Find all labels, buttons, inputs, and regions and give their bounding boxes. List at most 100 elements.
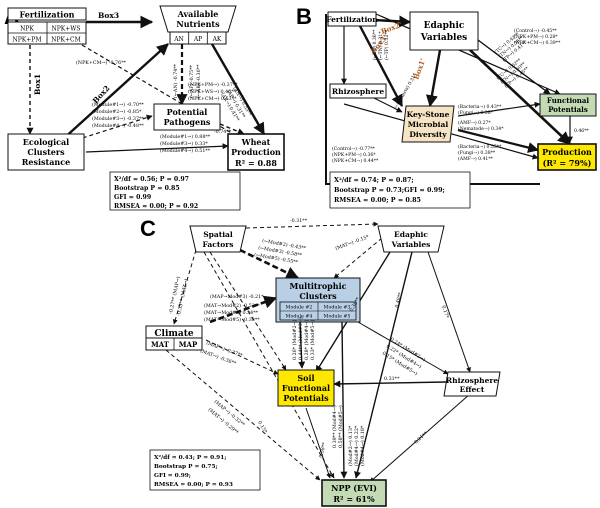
edge-label: (Fungi→) 0.38* [458,109,494,116]
edge-pathogens-to-wheat [219,123,245,135]
edge-label: (←TC) 0.36** [371,29,378,60]
edge-label: (←AP) -0.75** [188,64,195,98]
soil-line2: Functional [282,383,330,393]
edge-label: 0.17* [440,305,450,320]
spatial-line1: Spatial [203,230,233,239]
keystone-node-b: Key-Stone Microbial Diversity [401,105,455,143]
panel-c-letter: C [140,216,156,241]
edge-label: (Module#1→) -0.70** [92,101,144,108]
npp-line1: NPP (EVI) [331,483,377,493]
edge-spatial-soil [209,251,287,371]
multitrophic-line2: Clusters [299,291,337,301]
production-node-b: Production (R² = 79%) [537,143,597,171]
edge-edaphic-to-functional [477,39,551,95]
edaphic-b-line2: Variables [420,33,468,43]
module-cell-2: Module #2 [286,305,313,311]
stats-line: RMSEA = 0.00; P = 0.93 [154,482,233,488]
npp-node: NPP (EVI) R² = 61% [321,479,387,507]
edge-label: (NPK+CM→) 0.44** [332,157,379,164]
panel-b-letter: B [296,4,312,29]
edge-label: -0.74** [214,129,232,135]
fert-cell-npk-ws: NPK+WS [51,26,80,33]
wheat-production-node: Wheat Production R² = 0.88 [227,133,285,171]
edge-label: 0.39** (Mod#4→) [331,405,338,448]
edge-spatial-climate [172,249,197,325]
edge-label: (NPK+PM→) 0.36* [332,151,376,158]
climate-title: Climate [154,329,194,339]
edge-label: (Mod#4→) 0.22* [353,425,360,466]
edge-label: (NPK+WS→) 0.46** [188,88,237,95]
edge-keystone-to-functional [457,101,541,117]
stats-line: Bootstrap P = 0.85 [114,185,180,192]
edge-label: -0.31** [290,218,308,224]
edge-multi-soil [298,321,306,369]
edge-fert-to-functional [375,13,561,95]
panel-b-edges [341,13,573,160]
keystone-line1: Key-Stone [407,110,450,119]
multitrophic-line1: Multitrophic [289,281,346,291]
rhizosphere-node-b: Rhizosphere [329,83,387,99]
potential-pathogens-node: Potential Pathogens [153,103,221,131]
production-b-line2: (R² = 79%) [543,158,592,168]
edaphic-node-b: Edaphic Variables [409,11,479,51]
fertilization-title: Fertilization [20,10,75,20]
edge-edaphic-multi [333,237,383,279]
edge-spatial-npp [203,251,335,479]
edge-label: (NPK+PM→) 0.28* [514,33,558,40]
edaphic-b-line1: Edaphic [424,21,465,31]
edge-ecological-to-wheat [85,143,229,153]
edge-label: (←AK) -0.36** [195,64,202,98]
rhizosphere-b-label: Rhizosphere [332,87,384,96]
panel-c: C Spatial Factors [140,216,501,507]
box3-label: Box3 [98,11,119,20]
edge-label: (NPK+PM→) -0.37** [188,81,238,88]
edaphic-c-line1: Edaphic [394,230,428,239]
panel-c-edges [165,221,471,483]
rhizo-effect-line1: Rhizosphere [446,376,498,385]
nutrients-title-2: Nutrients [176,19,220,29]
edge-label: (MAT→Mod#2) -0.52** [204,302,260,309]
edge-edaphic-to-keystone [425,49,442,108]
nutrients-title-1: Available [177,9,219,19]
keystone-line2: Microbial [408,120,449,129]
rhizo-effect-line2: Effect [460,385,485,394]
edge-label: (Module#1→) 0.88** [160,133,211,140]
edge-soil-npp [305,407,331,479]
edge-label: 0.48** [394,291,404,308]
edge-label: (MAP→Mod#3) -0.21* [210,293,264,300]
edge-climate-soil [205,339,279,375]
edge-label: (Fungi→) 0.38** [458,149,496,156]
ecological-line2: Clusters [27,147,65,157]
climate-cell-map: MAP [179,340,198,349]
edge-climate-multi [209,295,278,324]
edge-label: (MAT→) -0.15* [334,233,370,252]
soil-line1: Soil [297,373,314,383]
production-b-line1: Production [542,147,592,157]
edge-label: (←AN) -0.74** [172,63,179,98]
module-cell-4: Module #4 [286,314,313,320]
ecological-clusters-node: Ecological Clusters Resistance [7,133,85,171]
functional-b-line1: Functional [547,96,589,105]
panel-a-edges [26,15,266,153]
edge-label: 0.46** [574,128,590,134]
ecological-line3: Resistance [22,157,70,167]
edge-label: (Module#3→) -0.37** [92,115,144,122]
keystone-line3: Diversity [409,130,447,139]
edge-label: (Nematode→) 0.34* [458,125,504,132]
edge-rhizo-soil [333,380,447,388]
edge-label: 0.31** [384,376,400,382]
ecological-line1: Ecological [23,137,69,147]
module-cell-3: Module #3 [324,305,351,311]
edge-label: (Module#2→) -0.85* [92,108,142,115]
rhizosphere-effect-node: Rhizosphere Effect [443,371,501,397]
edge-label: (Control→) -0.45** [514,27,557,34]
module-cell-5: Module #5 [324,314,351,320]
edge-edaphic-npp [354,251,413,479]
edaphic-node-c: Edaphic Variables [377,225,445,253]
edge-rhizo-npp [369,393,471,483]
edge-label: (Module#3→) 0.33* [160,140,208,147]
edge-edaphic-rhizo [427,251,471,373]
edge-ecological-to-nutrients [61,43,169,141]
edge-label: 0.26* (Mod#2→) [291,320,298,360]
panel-a-stats-box: X²/df = 0.56; P = 0.97 Bootstrap P = 0.8… [109,171,241,211]
